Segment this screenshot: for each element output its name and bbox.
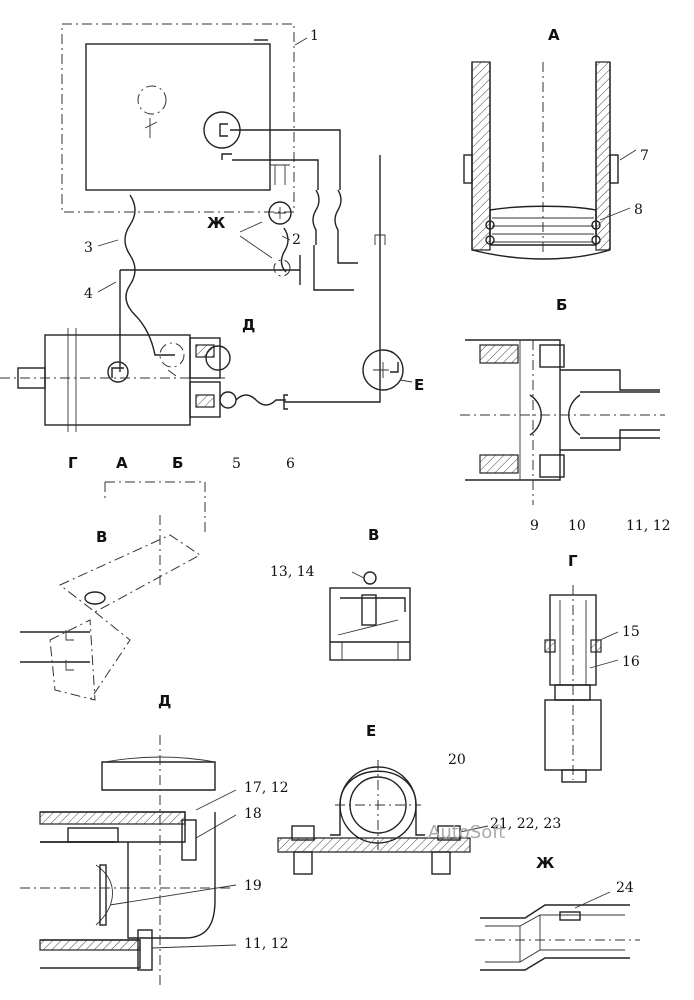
view-v: В 13, 14 [270, 526, 411, 661]
view-d: Д 17, 12 18 19 11, 12 [20, 692, 289, 985]
callout-5: 5 [232, 456, 241, 472]
callout-16: 16 [622, 654, 640, 670]
callout-15: 15 [622, 624, 640, 640]
marker-a: А [116, 454, 128, 472]
marker-g: Г [68, 454, 78, 472]
callout-21-22-23: 21, 22, 23 [490, 816, 561, 832]
callout-10: 10 [568, 518, 586, 534]
view-v-title: В [368, 526, 379, 544]
sensor-e [362, 349, 404, 391]
wavy-hose-3 [124, 194, 175, 356]
callout-18: 18 [244, 806, 262, 822]
marker-e: Е [414, 376, 424, 394]
marker-d: Д [242, 316, 255, 334]
callout-19: 19 [244, 878, 262, 894]
view-g-title: Г [568, 552, 578, 570]
joint-zh [268, 201, 292, 225]
main-schematic [0, 23, 413, 432]
callout-17-12: 17, 12 [244, 780, 289, 796]
view-b: Б 9 10 11, 12 [460, 296, 671, 534]
watermark: AutoSoft [428, 822, 505, 843]
view-zh-title: Ж [536, 854, 555, 872]
callout-24: 24 [616, 880, 634, 896]
callout-7: 7 [640, 148, 649, 164]
callout-9: 9 [530, 518, 539, 534]
callout-8: 8 [634, 202, 643, 218]
main-labels: 1 2 3 4 Ж Д Е Г А Б 5 6 [68, 28, 424, 472]
view-b-title: Б [556, 296, 567, 314]
marker-v: В [96, 528, 107, 546]
callout-11-12-a: 11, 12 [626, 518, 671, 534]
cab-outline [61, 23, 295, 213]
callout-6: 6 [286, 456, 295, 472]
callout-2: 2 [292, 232, 301, 248]
view-e-title: Е [366, 722, 376, 740]
callout-1: 1 [310, 28, 319, 44]
view-d-title: Д [158, 692, 171, 710]
engine-block [44, 334, 191, 426]
marker-zh: Ж [207, 214, 226, 232]
view-v-left: В [20, 481, 206, 701]
view-a-title: А [548, 26, 560, 44]
cab-panel [85, 43, 271, 191]
callout-4: 4 [84, 286, 93, 302]
callout-11-12-b: 11, 12 [244, 936, 289, 952]
view-g: Г 15 16 [544, 552, 640, 783]
view-a: А 7 8 [463, 26, 649, 260]
marker-b: Б [172, 454, 183, 472]
callout-13-14: 13, 14 [270, 564, 315, 580]
callout-20: 20 [448, 752, 466, 768]
callout-3: 3 [84, 240, 93, 256]
view-e: Е 20 21, 22, 23 [277, 722, 561, 875]
view-zh: Ж 24 [475, 854, 640, 971]
